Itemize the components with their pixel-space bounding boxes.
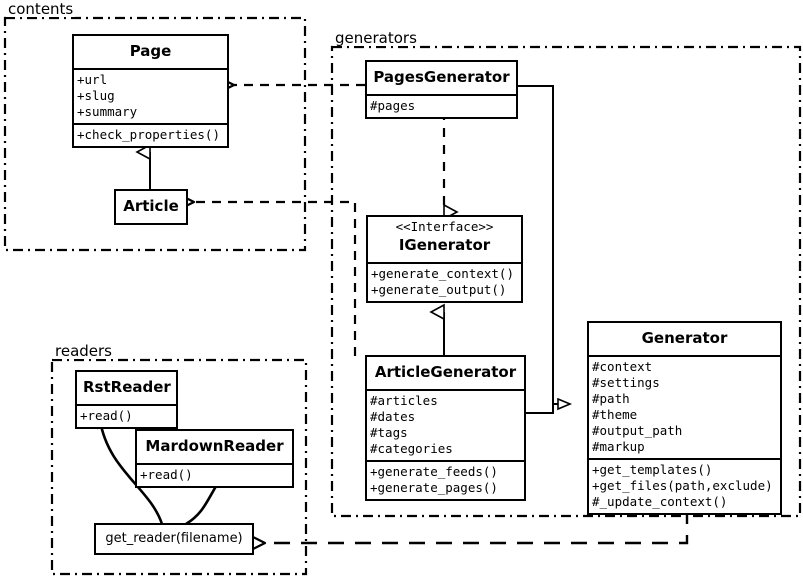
page-methods-compartment: +check_properties() <box>74 123 227 146</box>
igenerator-method: +generate_output() <box>371 281 507 297</box>
class-box-generator[interactable]: Generator #context #settings #path #them… <box>587 321 782 516</box>
igenerator-stereotype: <<Interface>> <box>395 219 494 234</box>
generator-class-name: Generator <box>641 329 728 347</box>
class-box-article[interactable]: Article <box>114 189 188 226</box>
articlegenerator-attribute: #tags <box>370 425 408 441</box>
class-box-pagesgenerator[interactable]: PagesGenerator #pages <box>365 60 518 120</box>
generator-attribute: #settings <box>592 375 660 391</box>
article-class-name: Article <box>123 197 179 215</box>
generator-name-compartment: Generator <box>589 323 780 355</box>
package-label-readers: readers <box>53 342 114 360</box>
pagesgenerator-attributes-compartment: #pages <box>367 94 516 117</box>
rstreader-class-name: RstReader <box>83 378 171 396</box>
page-attribute: +url <box>77 72 108 88</box>
generator-method: +get_files(path,exclude) <box>592 478 773 494</box>
relation-articlegenerator-uses-article <box>194 202 357 356</box>
generator-attribute: #context <box>592 359 653 375</box>
articlegenerator-class-name: ArticleGenerator <box>374 363 517 381</box>
pagesgenerator-class-name: PagesGenerator <box>373 68 510 86</box>
package-label-generators: generators <box>333 29 419 47</box>
pagesgenerator-name-compartment: PagesGenerator <box>367 62 516 94</box>
generator-attribute: #output_path <box>592 423 683 439</box>
mardownreader-method: +read() <box>140 467 193 483</box>
page-attributes-compartment: +url +slug +summary <box>74 68 227 123</box>
generator-method: #_update_context() <box>592 494 728 510</box>
articlegenerator-attribute: #categories <box>370 441 453 457</box>
class-box-page[interactable]: Page +url +slug +summary +check_properti… <box>72 34 229 149</box>
get-reader-label: get_reader(filename) <box>105 531 243 546</box>
article-name-compartment: Article <box>116 191 186 223</box>
class-box-igenerator[interactable]: <<Interface>> IGenerator +generate_conte… <box>366 215 523 303</box>
page-name-compartment: Page <box>74 36 227 68</box>
articlegenerator-name-compartment: ArticleGenerator <box>367 357 524 389</box>
generator-attribute: #path <box>592 391 630 407</box>
articlegenerator-method: +generate_feeds() <box>370 464 498 480</box>
mardownreader-class-name: MardownReader <box>145 437 284 455</box>
articlegenerator-methods-compartment: +generate_feeds() +generate_pages() <box>367 460 524 499</box>
class-box-mardownreader[interactable]: MardownReader +read() <box>135 429 294 489</box>
function-box-get-reader[interactable]: get_reader(filename) <box>94 523 254 555</box>
page-attribute: +slug <box>77 88 115 104</box>
articlegenerator-attribute: #articles <box>370 393 438 409</box>
rstreader-name-compartment: RstReader <box>77 372 176 404</box>
relation-articlegenerator-extends-generator <box>526 404 554 414</box>
articlegenerator-attributes-compartment: #articles #dates #tags #categories <box>367 389 524 460</box>
articlegenerator-attribute: #dates <box>370 409 416 425</box>
rstreader-methods-compartment: +read() <box>77 404 176 427</box>
igenerator-name-compartment: <<Interface>> IGenerator <box>368 217 521 262</box>
generator-methods-compartment: +get_templates() +get_files(path,exclude… <box>589 458 780 513</box>
igenerator-class-name: IGenerator <box>398 235 491 254</box>
pagesgenerator-attribute: #pages <box>370 98 416 114</box>
generator-attribute: #markup <box>592 439 645 455</box>
articlegenerator-method: +generate_pages() <box>370 480 498 496</box>
generator-method: +get_templates() <box>592 462 713 478</box>
generator-attributes-compartment: #context #settings #path #theme #output_… <box>589 355 780 458</box>
generator-attribute: #theme <box>592 407 638 423</box>
class-box-articlegenerator[interactable]: ArticleGenerator #articles #dates #tags … <box>365 355 526 502</box>
package-label-contents: contents <box>6 0 76 18</box>
page-attribute: +summary <box>77 104 138 120</box>
mardownreader-name-compartment: MardownReader <box>137 431 292 463</box>
class-box-rstreader[interactable]: RstReader +read() <box>75 370 178 430</box>
mardownreader-methods-compartment: +read() <box>137 463 292 486</box>
rstreader-method: +read() <box>80 408 133 424</box>
igenerator-method: +generate_context() <box>371 265 514 281</box>
page-method: +check_properties() <box>77 127 220 143</box>
igenerator-methods-compartment: +generate_context() +generate_output() <box>368 261 521 301</box>
page-class-name: Page <box>129 42 172 60</box>
